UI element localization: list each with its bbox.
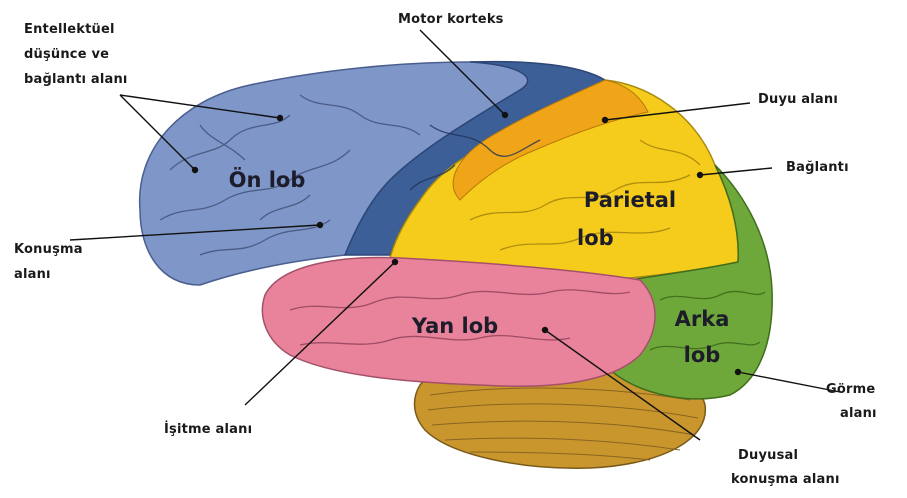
occipital-lobe-label-line2: lob xyxy=(652,341,752,369)
sensory-speech-label-line2: konuşma alanı xyxy=(731,470,840,489)
parietal-lobe-label-line1: Parietal xyxy=(565,186,695,214)
hearing-area-label: İşitme alanı xyxy=(164,420,252,439)
intellect-label-line3: bağlantı alanı xyxy=(24,70,128,89)
frontal-lobe-label: Ön lob xyxy=(212,166,322,194)
occipital-lobe-label-line1: Arka xyxy=(652,305,752,333)
sensory-area-label: Duyu alanı xyxy=(758,90,838,109)
intellect-label-line2: düşünce ve xyxy=(24,45,109,64)
speech-area-label-line2: alanı xyxy=(14,265,51,284)
motor-cortex-label: Motor korteks xyxy=(398,10,504,29)
intellect-label-line1: Entellektüel xyxy=(24,20,115,39)
speech-area-label-line1: Konuşma xyxy=(14,240,83,259)
connection-label: Bağlantı xyxy=(786,158,849,177)
vision-area-label-line1: Görme xyxy=(826,380,875,399)
temporal-lobe-label: Yan lob xyxy=(395,312,515,340)
sensory-speech-label-line1: Duyusal xyxy=(738,446,798,465)
vision-area-label-line2: alanı xyxy=(840,404,877,423)
parietal-lobe-label-line2: lob xyxy=(565,224,647,252)
